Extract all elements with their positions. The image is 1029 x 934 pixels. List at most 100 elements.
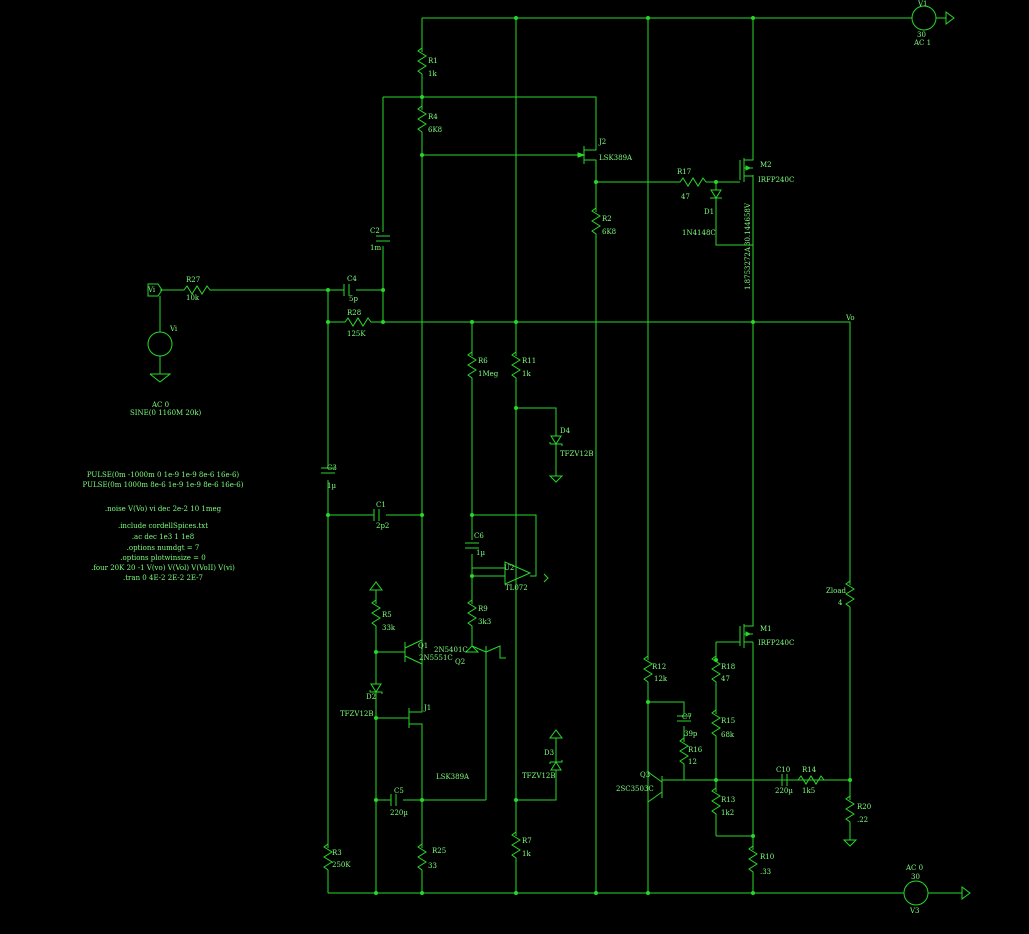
r9-value: 3k3: [478, 618, 491, 626]
m1-name: M1: [760, 625, 772, 633]
vi-ac: AC 0: [151, 401, 169, 409]
c3-name: C3: [327, 464, 337, 472]
q1-value: 2N5551C: [419, 654, 453, 662]
r1-name: R1: [428, 57, 438, 65]
directive-line: .noise V(Vo) vi dec 2e-2 10 1meg: [105, 505, 222, 513]
d2-value: TFZV12B: [340, 710, 374, 718]
spice-directives: PULSE(0m -1000m 0 1e-9 1e-9 8e-6 16e-6) …: [83, 471, 244, 582]
v1-name: V1: [917, 0, 928, 8]
v3-ac: AC 0: [905, 864, 923, 872]
r14-value: 1k5: [802, 787, 815, 795]
d1-value: 1N4148C: [682, 229, 716, 237]
directive-line: PULSE(0m -1000m 0 1e-9 1e-9 8e-6 16e-6): [87, 471, 240, 479]
r27-name: R27: [186, 276, 200, 284]
v1-value: 30: [917, 31, 926, 39]
c5-name: C5: [394, 787, 404, 795]
r2-name: R2: [602, 215, 612, 223]
port-vi-label: Vi: [147, 286, 156, 294]
c10-value: 220µ: [775, 787, 793, 795]
q2-value: 2N5401C: [434, 646, 468, 654]
r10-value: .33: [760, 868, 771, 876]
directive-line: .tran 0 4E-2 2E-2 2E-7: [123, 574, 203, 582]
v1-ac: AC 1: [913, 39, 931, 47]
component-labels: V1 30 AC 1 R1 1k R4 6K8 J2 LSK389A R17 4…: [130, 0, 931, 915]
probe-labels: 30.144658V 1.8753272A: [744, 202, 752, 290]
d2-name: D2: [366, 693, 376, 701]
r5-name: R5: [382, 611, 392, 619]
r1-value: 1k: [428, 70, 437, 78]
vi-name: Vi: [169, 325, 178, 333]
q2-name: Q2: [455, 658, 465, 666]
m2-name: M2: [760, 161, 772, 169]
r11-name: R11: [522, 357, 536, 365]
r10-name: R10: [760, 853, 774, 861]
zload-name: Zload: [826, 587, 846, 595]
j2-value: LSK389A: [599, 154, 633, 162]
c7-name: C7: [682, 713, 692, 721]
d4-value: TFZV12B: [560, 450, 594, 458]
u2-value: TL072: [505, 584, 528, 592]
c6-value: 1µ: [476, 549, 485, 557]
c2-value: 1m: [370, 244, 381, 252]
r9-name: R9: [478, 605, 488, 613]
q3-value: 2SC3503C: [616, 785, 654, 793]
directive-line: .include cordellSpices.txt: [118, 522, 208, 530]
r11-value: 1k: [522, 370, 531, 378]
q3-name: Q3: [640, 771, 650, 779]
transistor-symbols: [404, 138, 754, 803]
m2-value: IRFP240C: [758, 176, 794, 184]
r18-value: 47: [721, 675, 730, 683]
r3-value: 250K: [332, 861, 351, 869]
d4-name: D4: [560, 427, 571, 435]
r14-name: R14: [802, 766, 817, 774]
r28-name: R28: [347, 309, 361, 317]
c6-name: C6: [474, 532, 484, 540]
junction-dots: [326, 16, 852, 895]
zload-value: 4: [838, 599, 843, 607]
r6-value: 1Meg: [478, 370, 499, 378]
r15-value: 68k: [721, 731, 735, 739]
c4-name: C4: [347, 275, 357, 283]
directive-line: .four 20K 20 -1 V(vo) V(Vol) V(VoII) V(v…: [91, 564, 235, 572]
r12-value: 12k: [654, 675, 668, 683]
c3-value: 1µ: [327, 482, 336, 490]
probe-voltage: 30.144658V: [744, 202, 752, 246]
d3-name: D3: [544, 749, 554, 757]
vi-sine: SINE(0 1160M 20k): [130, 409, 202, 417]
c7-value: 39p: [684, 730, 698, 738]
c1-name: C1: [376, 501, 386, 509]
v3-value: 30: [911, 873, 920, 881]
directive-line: .options numdgt = 7: [127, 544, 200, 552]
r16-value: 12: [688, 758, 697, 766]
r17-value: 47: [681, 193, 690, 201]
c4-value: 5p: [349, 295, 358, 303]
u2-name: U2: [504, 564, 514, 572]
r17-name: R17: [677, 168, 691, 176]
r2-value: 6K8: [602, 228, 616, 236]
q1-name: Q1: [418, 642, 428, 650]
r20-name: R20: [857, 803, 871, 811]
capacitor-symbols: [321, 235, 794, 806]
r3-name: R3: [332, 849, 342, 857]
net-vo-label: Vo: [845, 314, 855, 322]
r13-value: 1k2: [721, 809, 734, 817]
diode-symbols: [369, 189, 722, 771]
r20-value: .22: [857, 816, 868, 824]
r5-value: 33k: [382, 624, 396, 632]
r25-value: 33: [428, 862, 437, 870]
r16-name: R16: [688, 746, 703, 754]
m1-value: IRFP240C: [758, 639, 794, 647]
r7-name: R7: [522, 837, 532, 845]
j1-name: J1: [423, 704, 431, 712]
r27-value: 10k: [186, 294, 200, 302]
r4-value: 6K8: [428, 126, 442, 134]
r15-name: R15: [721, 717, 735, 725]
r12-name: R12: [652, 663, 666, 671]
voltage-sources: [147, 5, 971, 906]
r4-name: R4: [428, 113, 438, 121]
v3-name: V3: [909, 907, 920, 915]
c10-name: C10: [776, 766, 790, 774]
directive-line: .ac dec 1e3 1 1e8: [132, 533, 194, 541]
c5-value: 220µ: [390, 809, 408, 817]
